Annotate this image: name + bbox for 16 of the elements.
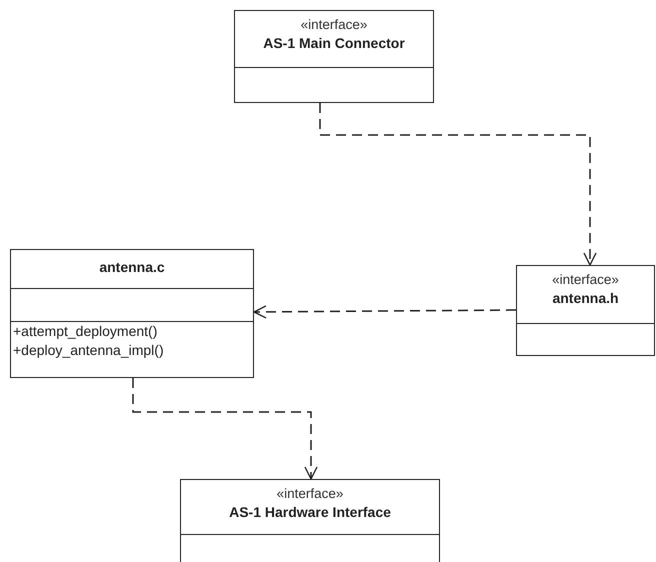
dependency-arrow [253, 305, 516, 319]
stereotype-label: «interface» [300, 16, 368, 33]
class-name: antenna.c [98, 259, 166, 276]
uml-class-box [180, 479, 440, 562]
uml-class-box [516, 265, 655, 356]
uml-class-box [234, 10, 434, 103]
method-text: +attempt_deployment() [12, 322, 158, 341]
stereotype-label: «interface» [551, 271, 620, 288]
uml-class-box [10, 249, 254, 378]
dependency-arrow [319, 103, 597, 266]
dependency-arrow [132, 378, 318, 480]
class-name: AS-1 Hardware Interface [228, 504, 392, 521]
class-name: antenna.h [551, 290, 620, 307]
stereotype-label: «interface» [276, 485, 344, 502]
class-name: AS-1 Main Connector [262, 35, 406, 52]
method-text: +deploy_antenna_impl() [12, 341, 165, 360]
